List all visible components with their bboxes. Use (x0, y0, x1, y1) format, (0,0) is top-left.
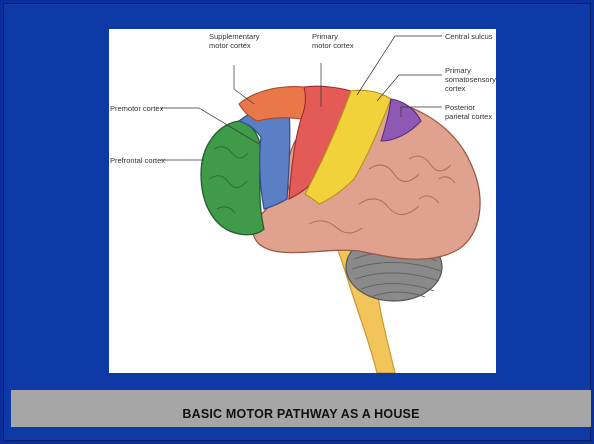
label-primary-motor-cortex: Primary motor cortex (312, 32, 354, 50)
brain-illustration (109, 29, 496, 373)
slide-frame: Supplementary motor cortex Primary motor… (3, 3, 591, 441)
label-supplementary-motor-cortex: Supplementary motor cortex (209, 32, 259, 50)
label-premotor-cortex: Premotor cortex (110, 104, 163, 113)
label-primary-somatosensory-cortex: Primary somatosensory cortex (445, 66, 496, 93)
supplementary-motor-region (239, 87, 307, 121)
brain-diagram: Supplementary motor cortex Primary motor… (109, 29, 496, 373)
label-posterior-parietal-cortex: Posterior parietal cortex (445, 103, 492, 121)
slide-caption: BASIC MOTOR PATHWAY AS A HOUSE (182, 407, 419, 421)
caption-bar: BASIC MOTOR PATHWAY AS A HOUSE (11, 390, 591, 427)
label-prefrontal-cortex: Prefrontal cortex (110, 156, 165, 165)
label-central-sulcus: Central sulcus (445, 32, 493, 41)
leader-central-sulcus (357, 36, 442, 95)
